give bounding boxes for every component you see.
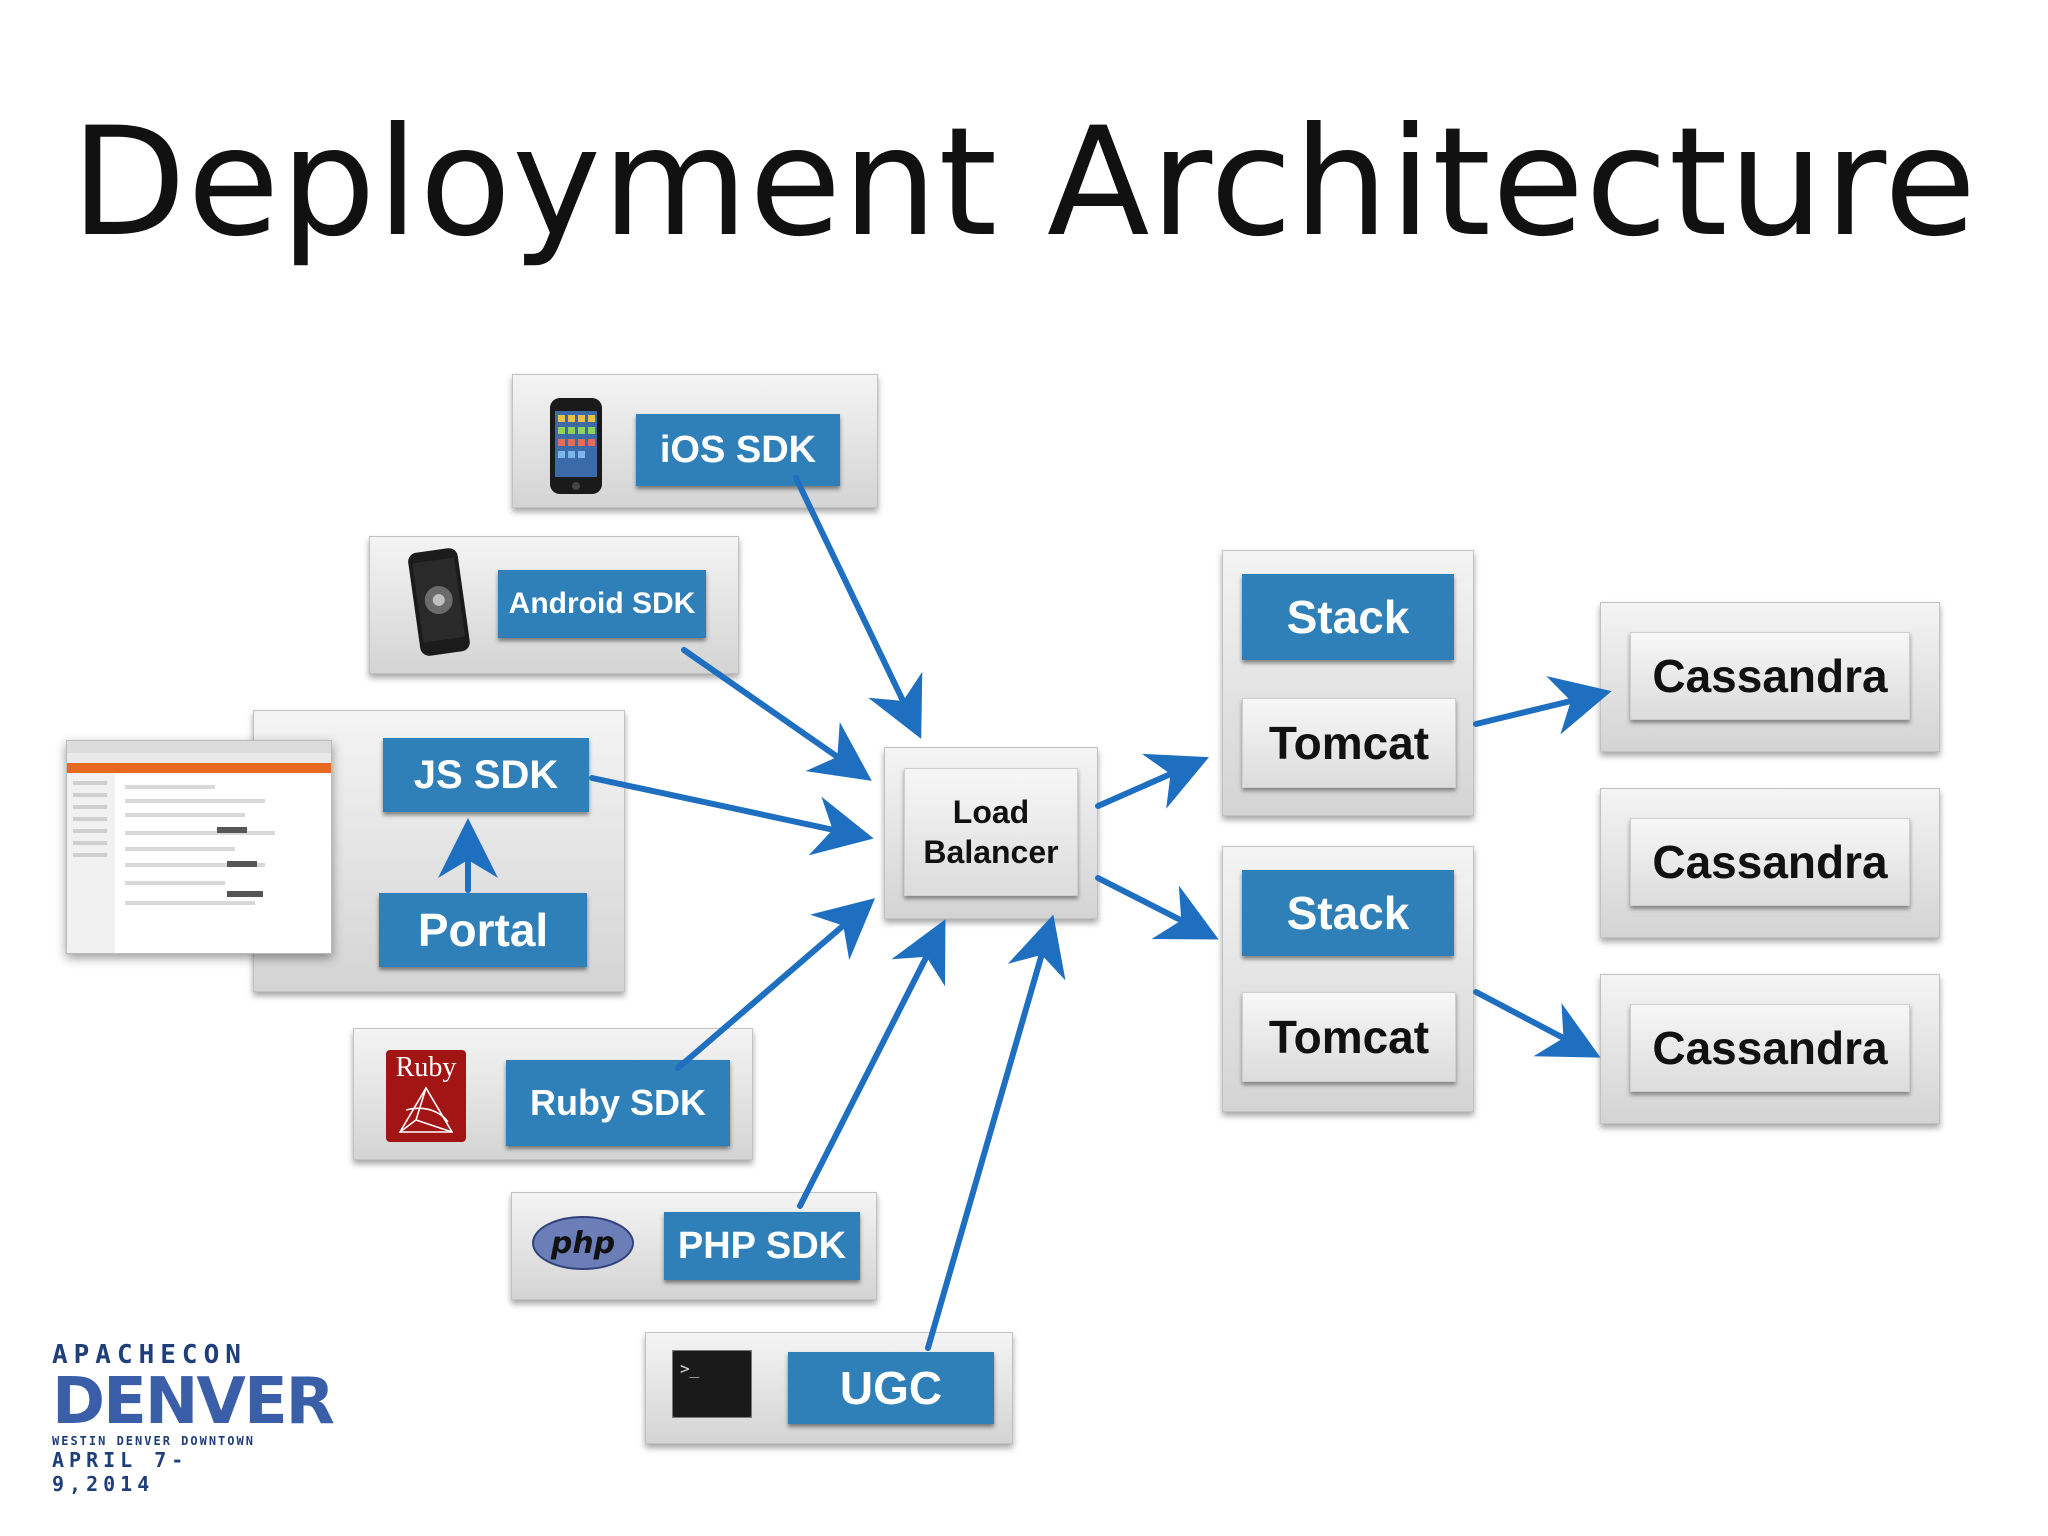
php-sdk-box: PHP SDK xyxy=(664,1212,860,1280)
portal-box: Portal xyxy=(379,893,587,967)
terminal-prompt: >_ xyxy=(680,1359,700,1378)
arrow-lb-to-stack1 xyxy=(1095,753,1209,809)
page-title: Deployment Architecture xyxy=(70,96,1978,270)
ruby-sdk-box: Ruby SDK xyxy=(506,1060,730,1146)
arrow-ios-to-lb xyxy=(793,475,923,739)
load-balancer-line2: Balancer xyxy=(923,834,1059,870)
load-balancer-box: Load Balancer xyxy=(904,768,1078,896)
tomcat-box-1: Tomcat xyxy=(1242,698,1456,788)
ruby-logo-text: Ruby xyxy=(396,1052,457,1083)
ruby-logo-icon: Ruby xyxy=(386,1050,466,1142)
android-sdk-box: Android SDK xyxy=(498,570,706,638)
logo-line2: DENVER xyxy=(52,1365,335,1439)
arrow-lb-to-stack2 xyxy=(1095,875,1219,940)
logo-line1: APACHECON xyxy=(52,1340,247,1370)
android-phone-icon xyxy=(404,546,474,658)
stack-box-1: Stack xyxy=(1242,574,1454,660)
stack-box-2: Stack xyxy=(1242,870,1454,956)
cassandra-box-2: Cassandra xyxy=(1630,818,1910,906)
php-logo-text: php xyxy=(550,1226,615,1261)
arrow-php-to-lb xyxy=(797,919,946,1209)
arrow-android-to-lb xyxy=(681,647,872,781)
arrow-tomcat1-to-cassandra1 xyxy=(1473,676,1612,735)
arrow-js-to-lb xyxy=(589,775,874,856)
tomcat-box-2: Tomcat xyxy=(1242,992,1456,1082)
load-balancer-line1: Load xyxy=(952,794,1030,830)
terminal-icon: >_ xyxy=(671,1349,753,1419)
ios-sdk-box: iOS SDK xyxy=(636,414,840,486)
logo-line4: APRIL 7-9,2014 xyxy=(52,1448,189,1496)
cassandra-box-3: Cassandra xyxy=(1630,1004,1910,1092)
portal-screenshot-icon xyxy=(66,740,332,954)
php-logo-icon: php xyxy=(530,1214,636,1272)
logo-line3: WESTIN DENVER DOWNTOWN xyxy=(52,1434,255,1448)
arrow-ruby-to-lb xyxy=(675,898,876,1071)
arrow-ugc-to-lb xyxy=(925,914,1066,1351)
iphone-icon xyxy=(548,396,604,496)
js-sdk-box: JS SDK xyxy=(383,738,589,812)
ugc-box: UGC xyxy=(788,1352,994,1424)
arrow-tomcat2-to-cassandra3 xyxy=(1473,989,1601,1058)
apachecon-logo: APACHECON DENVER WESTIN DENVER DOWNTOWN … xyxy=(52,1340,335,1496)
cassandra-box-1: Cassandra xyxy=(1630,632,1910,720)
